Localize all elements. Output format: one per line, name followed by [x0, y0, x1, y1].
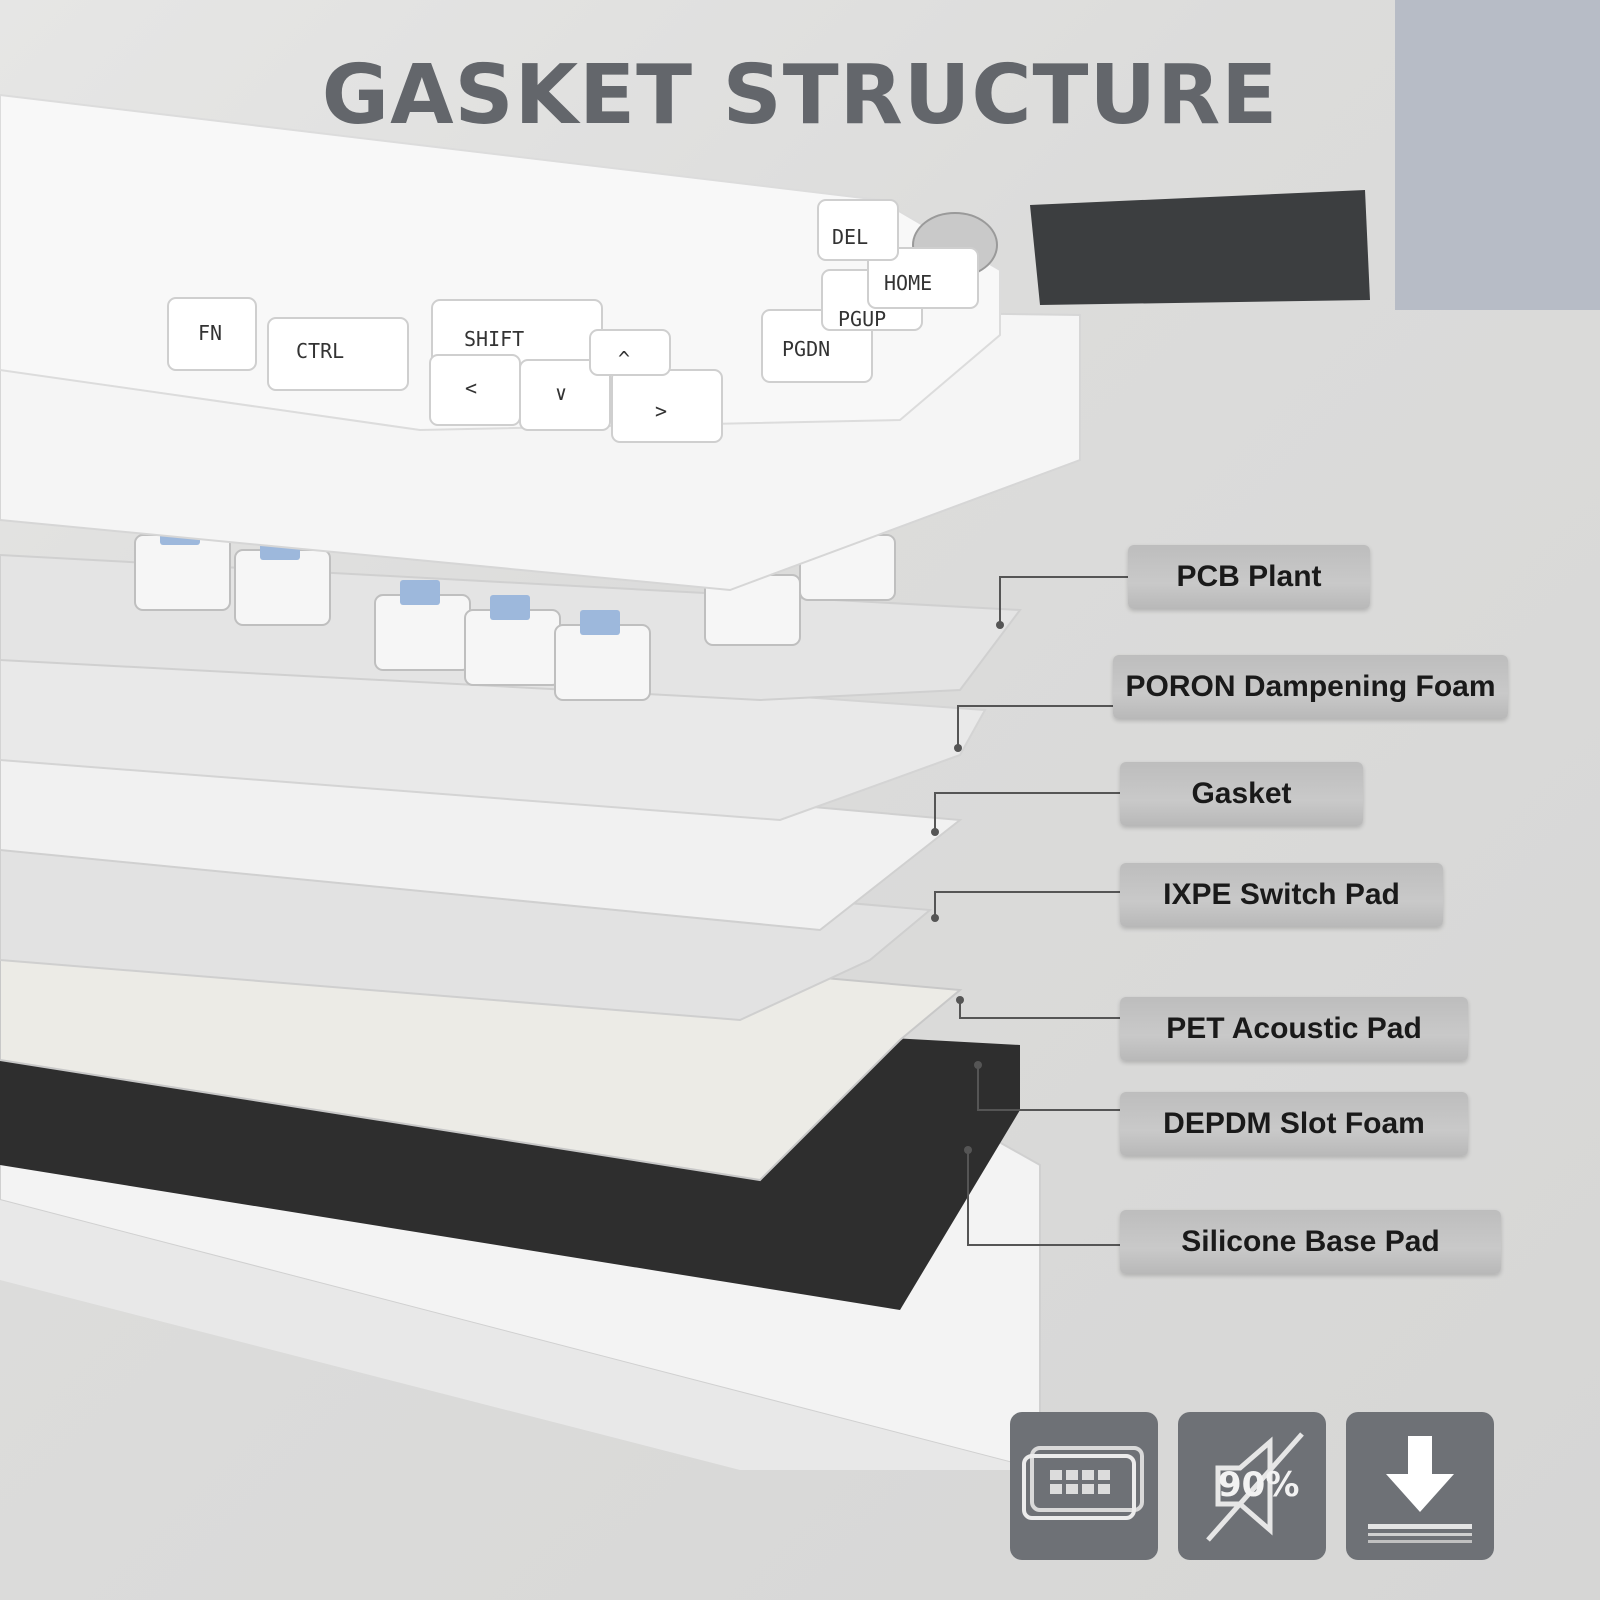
keycap-down: ∨: [555, 381, 567, 405]
desk-mat: [1030, 190, 1370, 305]
keycap-up: ^: [618, 347, 630, 371]
keycap-left: <: [465, 376, 477, 400]
poron-foam: [0, 638, 987, 822]
leader-lines: [934, 576, 1128, 1246]
layer-label-pcb-plant: PCB Plant: [1128, 545, 1370, 609]
switch-row: [134, 534, 896, 701]
keycap-pgdn: PGDN: [782, 337, 830, 361]
keycap-home: HOME: [884, 271, 932, 295]
sound-reduction-percent: 90%: [1218, 1465, 1299, 1505]
layer-label-depdm-slot-foam: DEPDM Slot Foam: [1120, 1092, 1468, 1156]
keycap-del: DEL: [832, 225, 868, 249]
leader-dots: [931, 621, 1004, 1154]
sound-reduction-badge: 90%: [1178, 1412, 1326, 1560]
bottom-case-rim: [0, 1200, 1040, 1470]
layer-label-ixpe-switch-pad: IXPE Switch Pad: [1120, 863, 1443, 927]
layer-label-gasket: Gasket: [1120, 762, 1363, 826]
keycap-pgup: PGUP: [838, 307, 886, 331]
shock-absorption-arrow-icon: [1346, 1412, 1494, 1560]
background-box: [1395, 0, 1600, 310]
stacked-layers-keyboard-icon: [1010, 1412, 1158, 1560]
keycap-right: >: [655, 399, 667, 423]
layer-label-poron-dampening-foam: PORON Dampening Foam: [1113, 655, 1508, 719]
keycap-shift: SHIFT: [464, 327, 524, 351]
sound-reduction-icon: 90%: [1206, 1432, 1304, 1542]
page-title: GASKET STRUCTURE: [321, 48, 1279, 143]
keycaps: [167, 199, 979, 443]
layer-label-silicone-base-pad: Silicone Base Pad: [1120, 1210, 1501, 1274]
keycap-ctrl: CTRL: [296, 339, 344, 363]
keycap-fn: FN: [198, 321, 222, 345]
layer-label-pet-acoustic-pad: PET Acoustic Pad: [1120, 997, 1468, 1061]
